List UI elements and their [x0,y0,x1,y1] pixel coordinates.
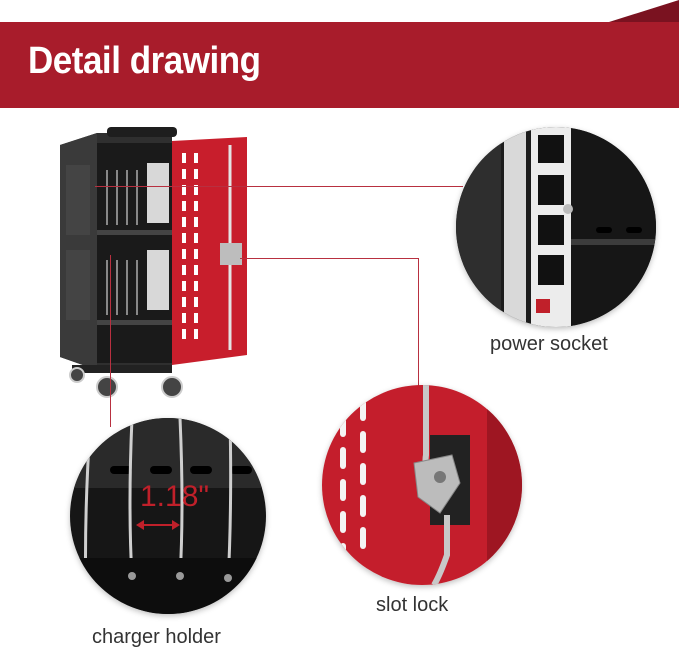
charger-holder-label: charger holder [92,626,221,648]
charger-holder-detail-image [70,418,266,614]
title-banner [0,22,679,108]
slot-lock-detail-image [322,385,522,585]
leader-line-charger-holder [110,255,111,427]
leader-line-slot-lock-h [240,258,418,259]
power-socket-detail-image [456,127,656,327]
page-title: Detail drawing [28,40,261,82]
power-socket-label: power socket [490,333,608,355]
slot-lock-label: slot lock [376,594,449,616]
slot-width-measurement: 1.18" [140,480,210,513]
leader-line-slot-lock-v [418,258,419,388]
banner-fold [609,0,679,22]
leader-line-power-socket [95,186,463,187]
charging-cabinet-image [60,127,247,398]
